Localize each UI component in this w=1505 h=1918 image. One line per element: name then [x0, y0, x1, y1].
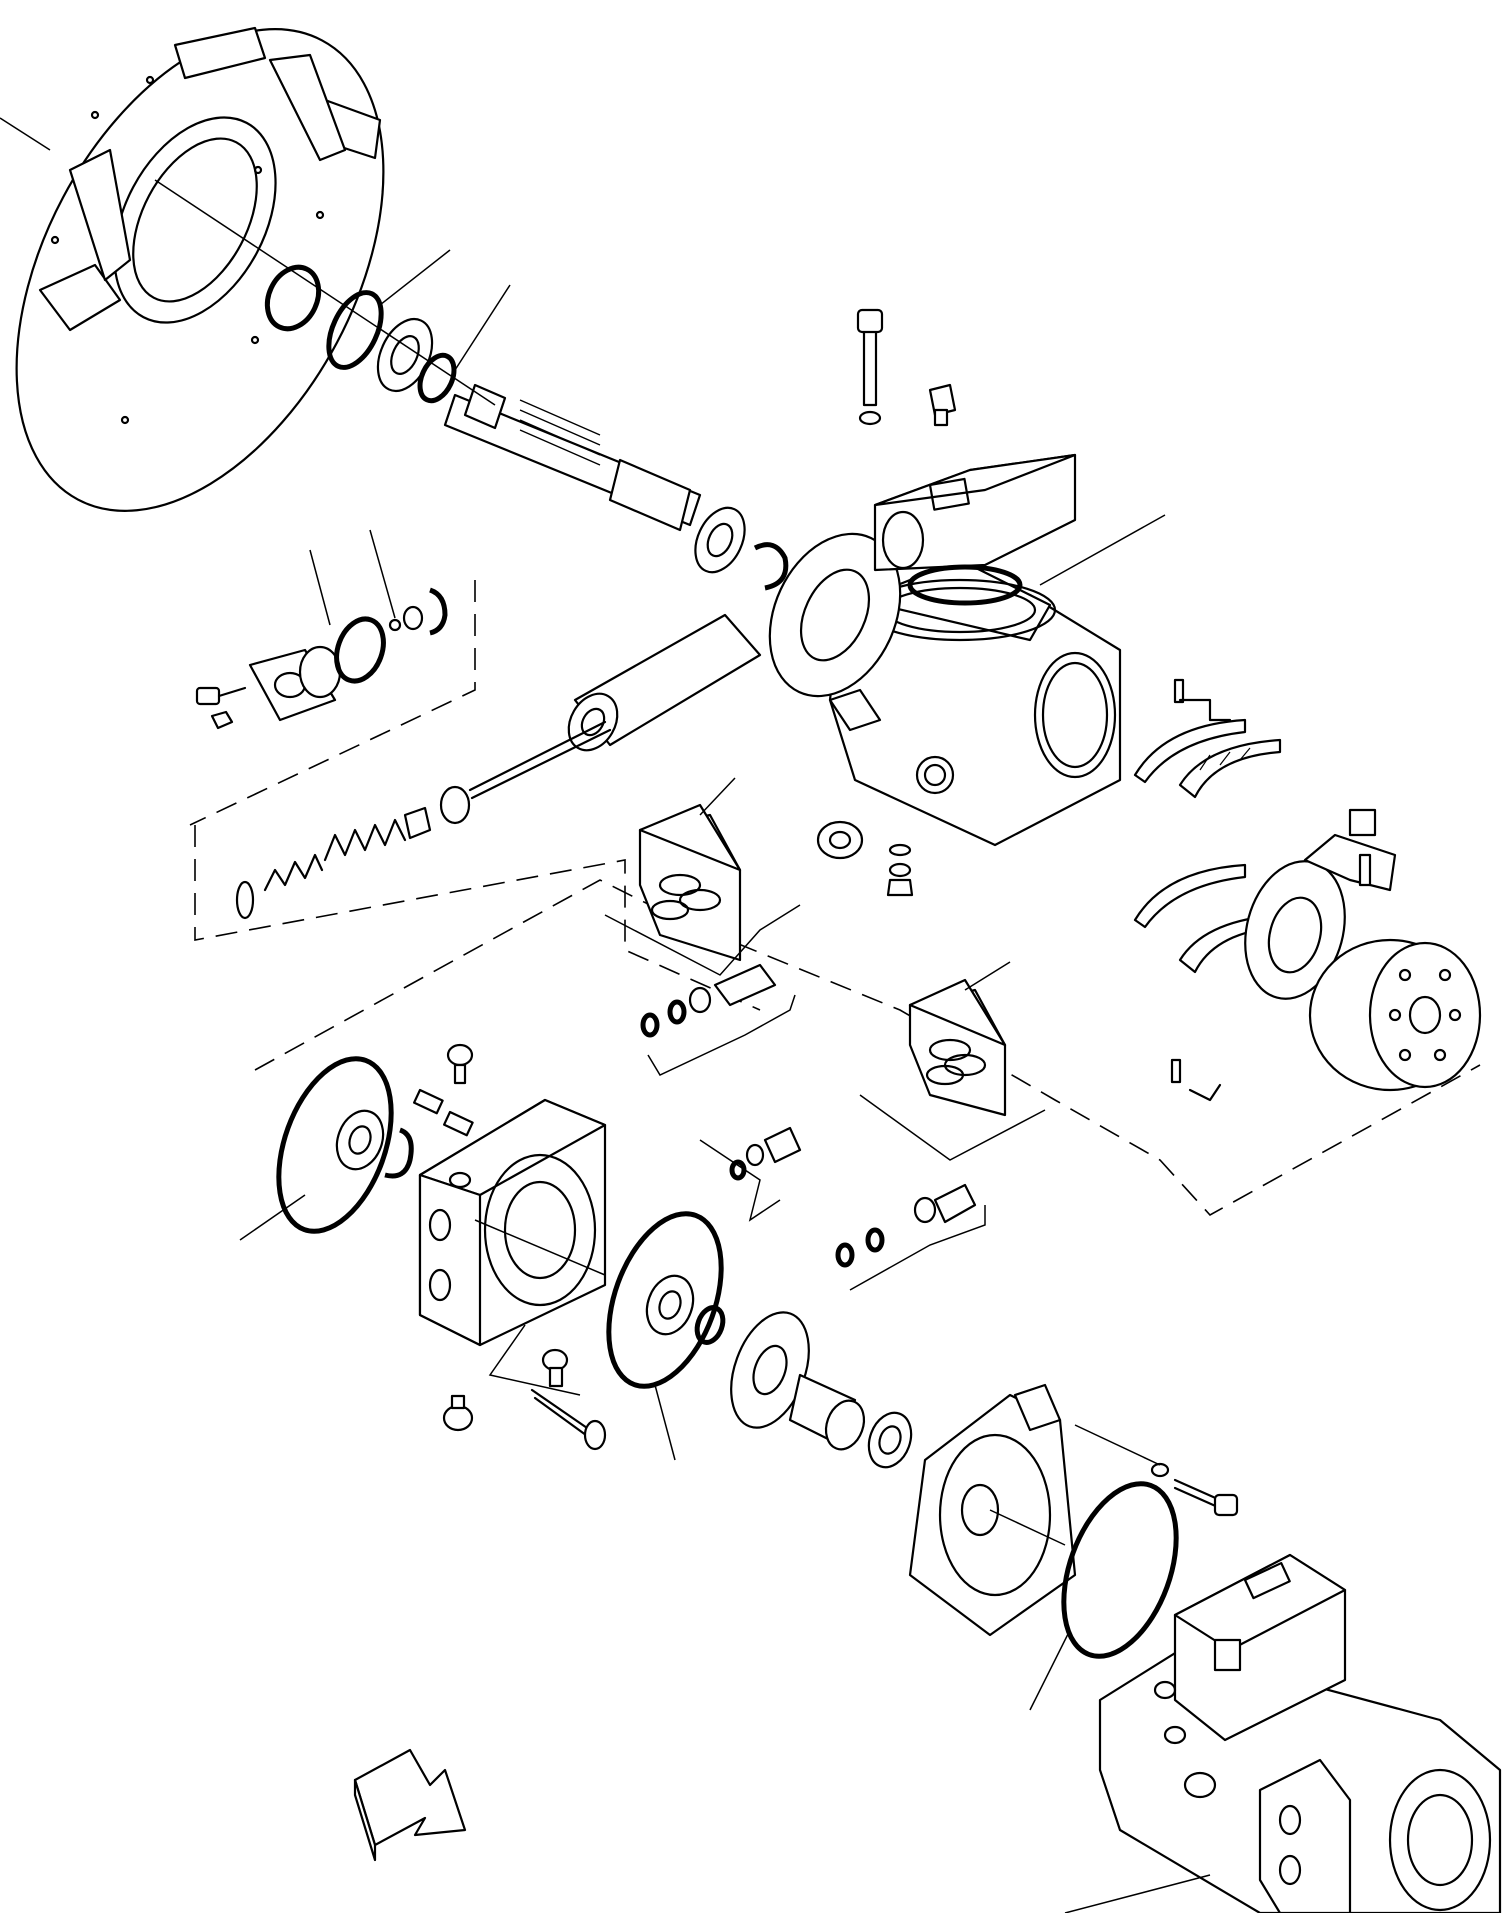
plug-top	[928, 383, 957, 427]
bearing-1	[694, 506, 746, 574]
coupling-flange	[730, 1311, 810, 1429]
leader-line-pump-assembly	[1064, 1874, 1211, 1914]
leader-line-valve-2	[859, 1094, 1046, 1161]
swash-plate-cradle	[768, 532, 902, 698]
relief-valve-1	[640, 963, 777, 1038]
front-direction-arrow-icon	[353, 1748, 467, 1862]
leader-line-kit-1	[699, 777, 736, 816]
leader-line-seal	[454, 284, 511, 371]
bolt-adapter	[1150, 1462, 1239, 1517]
leader-line-oring-1	[379, 249, 451, 306]
snap-ring-4	[384, 1127, 414, 1179]
bearing-4	[867, 1411, 913, 1469]
snap-ring-1	[264, 264, 322, 332]
leader-line-valve-1b	[647, 994, 796, 1076]
check-valve	[729, 1126, 802, 1181]
o-ring-1	[326, 290, 384, 370]
leader-line-valve-1	[604, 904, 801, 976]
leader-line-oring-5	[1029, 1629, 1071, 1711]
servo-control-block	[873, 453, 1077, 572]
coupling-shaft	[788, 1373, 866, 1451]
small-seals	[388, 587, 448, 636]
mounting-flange-plate	[15, 26, 385, 512]
dashed-boundary-1	[194, 825, 761, 1011]
o-ring-5	[1061, 1481, 1179, 1659]
piston-rod	[468, 720, 612, 800]
leader-line-oring-3	[239, 1194, 306, 1241]
pins	[1170, 678, 1232, 1102]
bearing-2	[335, 1109, 385, 1171]
o-ring-2	[334, 616, 386, 684]
dowel-pins-cover	[412, 1043, 474, 1137]
leader-line-check-valve	[699, 1139, 781, 1222]
leader-line-flange	[0, 117, 51, 151]
feedback-lever	[1303, 808, 1397, 892]
swash-plate	[1244, 860, 1346, 1000]
leader-line-seals	[369, 529, 396, 619]
leader-line-adapter-axis	[989, 1509, 1066, 1546]
leader-line-oring-2	[309, 549, 331, 626]
o-ring-4	[606, 1211, 724, 1389]
repair-kit-bag-2	[908, 978, 1007, 1117]
complete-pump-assembly	[1098, 1553, 1502, 1915]
drive-shaft	[443, 383, 702, 532]
regulator-cover	[248, 645, 342, 722]
adapter-flange	[908, 1383, 1077, 1637]
snap-ring-5	[694, 1305, 726, 1345]
leader-line-valve-2b	[849, 1205, 986, 1291]
bolt-housing-top	[856, 308, 884, 426]
leader-line-cover-axis	[474, 1219, 606, 1276]
bolt-bottom-housing	[886, 843, 914, 897]
bolts-cover-bottom	[442, 1348, 607, 1451]
end-cover	[418, 1098, 607, 1347]
pump-housing	[828, 558, 1122, 847]
snap-ring-2	[417, 352, 457, 404]
plug-side	[816, 820, 864, 860]
o-ring-housing	[907, 564, 1023, 606]
relief-valve-2	[835, 1183, 977, 1268]
o-ring-3	[276, 1056, 394, 1234]
dashed-boundary-3	[254, 879, 1481, 1217]
leader-line-oring-4	[654, 1384, 676, 1461]
leader-line-housing	[1039, 514, 1166, 586]
spring-assembly	[235, 785, 471, 920]
screw-regulator	[195, 686, 247, 730]
repair-kit-bag-1	[638, 803, 742, 962]
snap-ring-3	[753, 542, 789, 591]
leader-line-adapter-bolt	[1074, 1424, 1161, 1466]
leader-line-shaft-axis	[154, 179, 496, 406]
dashed-boundary-2	[189, 580, 476, 826]
leader-line-cover-bolts	[488, 1324, 581, 1396]
cylinder-block	[1308, 938, 1482, 1092]
servo-piston	[567, 613, 762, 752]
leader-line-kit-2	[964, 961, 1011, 991]
bearing-3	[645, 1274, 695, 1336]
